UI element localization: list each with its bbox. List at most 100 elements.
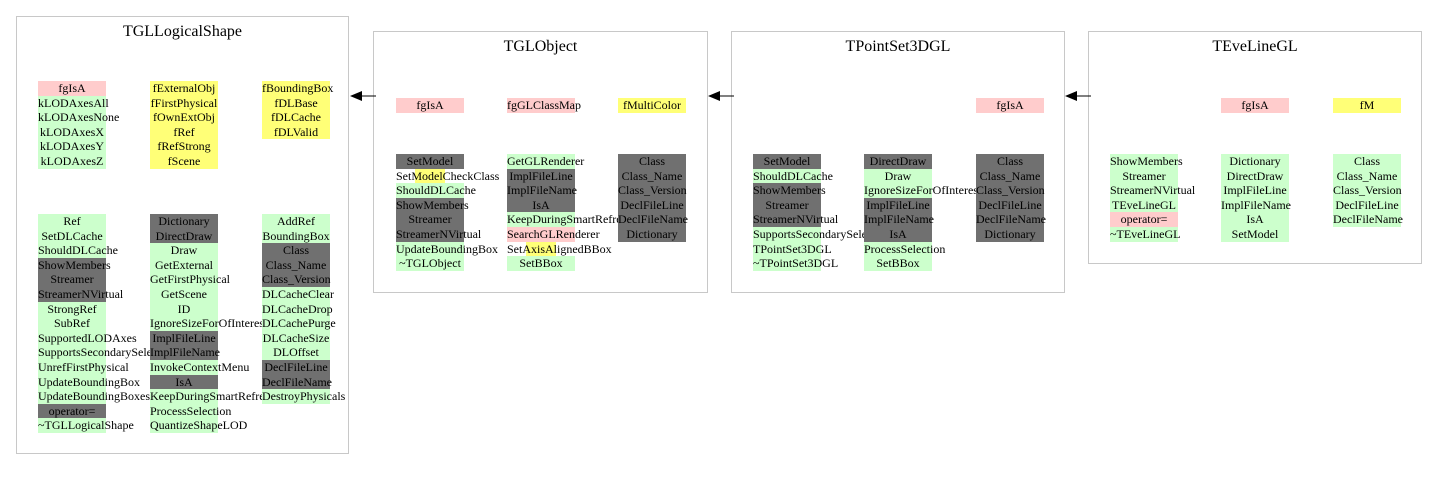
method-item: GetExternal: [150, 257, 218, 273]
method-item: DLOffset: [262, 345, 330, 360]
method-item: KeepDuringSmartRefresh: [150, 389, 276, 404]
method-item: SearchGLRenderer: [507, 226, 600, 242]
arrow-head: [708, 91, 720, 101]
method-item: GetScene: [150, 286, 218, 302]
method-item: DeclFileLine: [262, 359, 330, 375]
method-item: ID: [150, 301, 218, 317]
method-item: Class_Name: [262, 257, 330, 273]
method-item: StreamerNVirtual: [753, 212, 839, 227]
data-member-item: fScene: [150, 153, 218, 169]
method-item: DeclFileName: [976, 212, 1046, 227]
method-item: ~TEveLineGL: [1110, 226, 1181, 242]
method-item: AddRef: [262, 214, 330, 229]
method-item: SetDLCache: [38, 228, 106, 244]
method-item: DeclFileName: [1333, 212, 1403, 227]
inheritance-arrow: [350, 91, 376, 101]
data-member-item: fRefStrong: [150, 139, 218, 154]
method-item: SetModel: [1221, 226, 1289, 242]
class-title: TGLLogicalShape: [122, 23, 243, 40]
data-members-group: fgGLClassMap: [486, 98, 596, 113]
method-item: ShowMembers: [38, 257, 111, 273]
method-item: Class_Version: [618, 183, 687, 198]
method-item: DeclFileLine: [976, 197, 1044, 213]
method-item: DLCacheSize: [262, 330, 330, 346]
data-member-item: kLODAxesZ: [38, 153, 106, 169]
method-item: Draw: [864, 168, 932, 184]
method-item: StreamerNVirtual: [1110, 183, 1196, 198]
data-members-group: fgIsA: [374, 98, 486, 113]
method-item: TPointSet3DGL: [753, 241, 832, 257]
method-item: DestroyPhysicals: [262, 389, 346, 404]
method-item: ShowMembers: [753, 183, 826, 198]
method-item: ProcessSelection: [150, 403, 232, 419]
method-item: StreamerNVirtual: [396, 226, 482, 242]
data-member-item: fBoundingBox: [262, 81, 334, 96]
method-item: SupportsSecondarySelect: [753, 226, 876, 242]
method-item: SubRef: [38, 316, 106, 331]
method-item: Ref: [38, 214, 106, 229]
inheritance-arrow: [708, 91, 734, 101]
method-item: DLCacheClear: [262, 286, 334, 302]
arrow-head: [350, 91, 362, 101]
method-item: UpdateBoundingBox: [396, 241, 498, 257]
method-item: ImplFileName: [507, 183, 577, 198]
inheritance-arrow: [1065, 91, 1091, 101]
data-member-item: fDLValid: [262, 124, 330, 140]
method-item: IsA: [864, 226, 932, 242]
method-item: ImplFileLine: [150, 330, 218, 346]
data-members-group: fgIsA: [954, 98, 1066, 113]
method-item: IgnoreSizeForOfInterest: [864, 183, 982, 198]
data-member-item: fRef: [150, 124, 218, 140]
data-member-item: fM: [1333, 98, 1401, 113]
method-item: DLCacheDrop: [262, 301, 333, 317]
method-item: SupportedLODAxes: [38, 330, 137, 346]
method-item: operator=: [38, 403, 106, 419]
arrow-head: [1065, 91, 1077, 101]
method-item: ImplFileLine: [507, 168, 575, 184]
method-item: Class_Version: [262, 272, 331, 287]
method-item: StreamerNVirtual: [38, 286, 124, 302]
method-item: GetFirstPhysical: [150, 272, 230, 287]
data-member-item: fMultiColor: [618, 98, 686, 113]
method-item: Class_Name: [618, 168, 686, 184]
method-item: SetBBox: [507, 256, 575, 271]
method-item: SetBBox: [864, 256, 932, 271]
data-member-item: fDLCache: [262, 110, 330, 125]
method-item: Class_Name: [1333, 168, 1401, 184]
method-item: DLCachePurge: [262, 316, 336, 331]
data-member-item: kLODAxesNone: [38, 110, 120, 125]
data-member-item: fExternalObj: [150, 81, 218, 96]
method-item: ShowMembers: [396, 197, 469, 213]
method-item: operator=: [1110, 212, 1178, 227]
data-member-item: fDLBase: [262, 95, 330, 111]
data-member-item: fgGLClassMap: [507, 98, 581, 113]
method-item: GetGLRenderer: [507, 154, 585, 169]
method-item: Streamer: [396, 212, 464, 227]
class-title: TGLObject: [503, 38, 578, 55]
method-item: DeclFileName: [262, 374, 332, 390]
method-item: UpdateBoundingBox: [38, 374, 140, 390]
data-member-item: kLODAxesX: [38, 124, 106, 140]
method-item: IsA: [1221, 212, 1289, 227]
method-item: Class_Version: [976, 183, 1045, 198]
method-item: ImplFileLine: [1221, 183, 1289, 198]
data-members-group: fMultiColor: [596, 98, 708, 113]
method-item: ShouldDLCache: [38, 243, 118, 258]
